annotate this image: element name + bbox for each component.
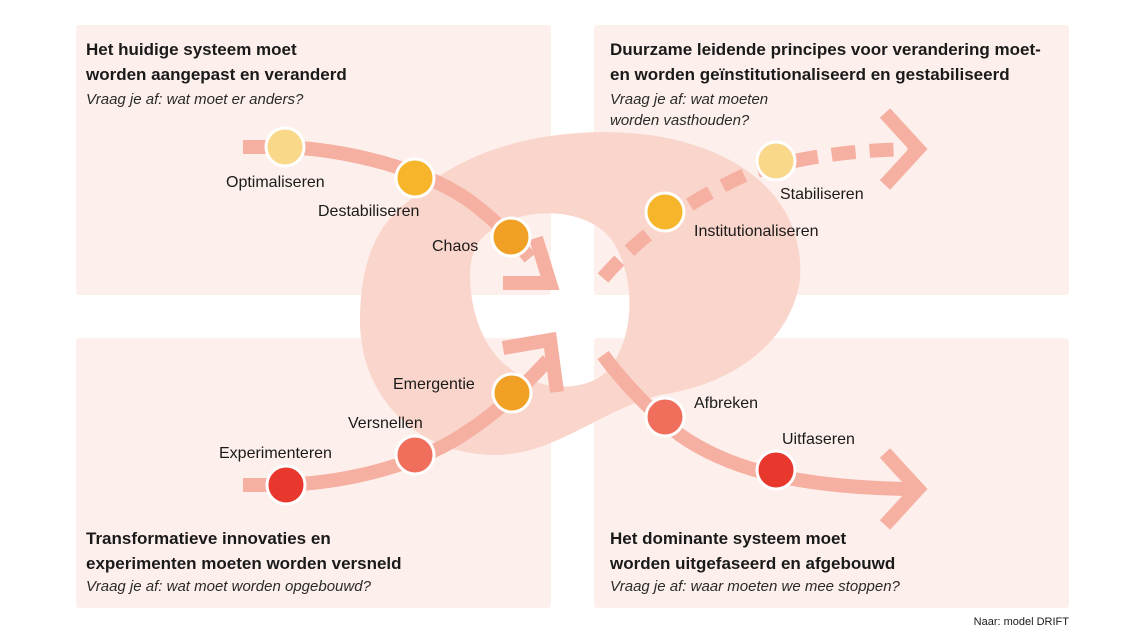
title-line: Transformatieve innovaties en	[86, 529, 331, 548]
track-bottom-right	[597, 350, 916, 496]
dot-uitfaseren	[755, 449, 797, 491]
quadrant-bottom-left-question: Vraag je af: wat moet worden opgebouwd?	[86, 578, 371, 595]
title-line: Het huidige systeem moet	[86, 40, 297, 59]
label-emergentie: Emergentie	[393, 376, 475, 393]
label-destabiliseren: Destabiliseren	[318, 203, 419, 220]
dot-stabiliseren	[755, 140, 797, 182]
question-line: worden vasthouden?	[610, 112, 750, 129]
title-line: worden aangepast en veranderd	[86, 65, 347, 84]
dot-destabiliseren	[394, 157, 436, 199]
label-chaos: Chaos	[432, 238, 478, 255]
track-top-right	[597, 142, 916, 283]
label-versnellen: Versnellen	[348, 415, 423, 432]
dot-chaos	[490, 216, 532, 258]
source-note: Naar: model DRIFT	[973, 616, 1069, 628]
quadrant-top-right-question: Vraag je af: wat moeten worden vasthoude…	[610, 89, 910, 131]
label-stabiliseren: Stabiliseren	[780, 186, 864, 203]
arrowhead-emergentie	[501, 331, 564, 393]
quadrant-bottom-right-title: Het dominante systeem moet worden uitgef…	[610, 526, 1050, 576]
dot-optimaliseren	[264, 126, 306, 168]
title-line: Het dominante systeem moet	[610, 529, 847, 548]
central-blob	[360, 132, 801, 455]
title-line: experimenten moeten worden versneld	[86, 554, 402, 573]
quadrant-bottom-left-title: Transformatieve innovaties en experiment…	[86, 526, 526, 576]
arrowhead-uitfaseren	[879, 448, 928, 530]
label-afbreken: Afbreken	[694, 395, 758, 412]
arrowhead-stabiliseren	[879, 108, 928, 190]
label-optimaliseren: Optimaliseren	[226, 174, 325, 191]
quadrant-top-left-question: Vraag je af: wat moet er anders?	[86, 91, 304, 108]
quadrant-top-right-title: Duurzame leidende principes voor verande…	[610, 37, 1065, 87]
title-line: worden uitgefaseerd en afgebouwd	[610, 554, 896, 573]
dot-afbreken	[644, 396, 686, 438]
dot-institutionaliseren	[644, 191, 686, 233]
quadrant-top-left-title: Het huidige systeem moet worden aangepas…	[86, 37, 526, 87]
dot-emergentie	[491, 372, 533, 414]
title-line: Duurzame leidende principes voor verande…	[610, 40, 1041, 59]
title-line: en worden geïnstitutionaliseerd en gesta…	[610, 65, 1010, 84]
dot-experimenteren	[265, 464, 307, 506]
arrowhead-chaos-in	[503, 235, 560, 290]
quadrant-bottom-right-question: Vraag je af: waar moeten we mee stoppen?	[610, 578, 900, 595]
label-experimenteren: Experimenteren	[219, 445, 332, 462]
question-line: Vraag je af: wat moeten	[610, 91, 769, 108]
label-institutionaliseren: Institutionaliseren	[694, 223, 819, 240]
label-uitfaseren: Uitfaseren	[782, 431, 855, 448]
dot-versnellen	[394, 434, 436, 476]
